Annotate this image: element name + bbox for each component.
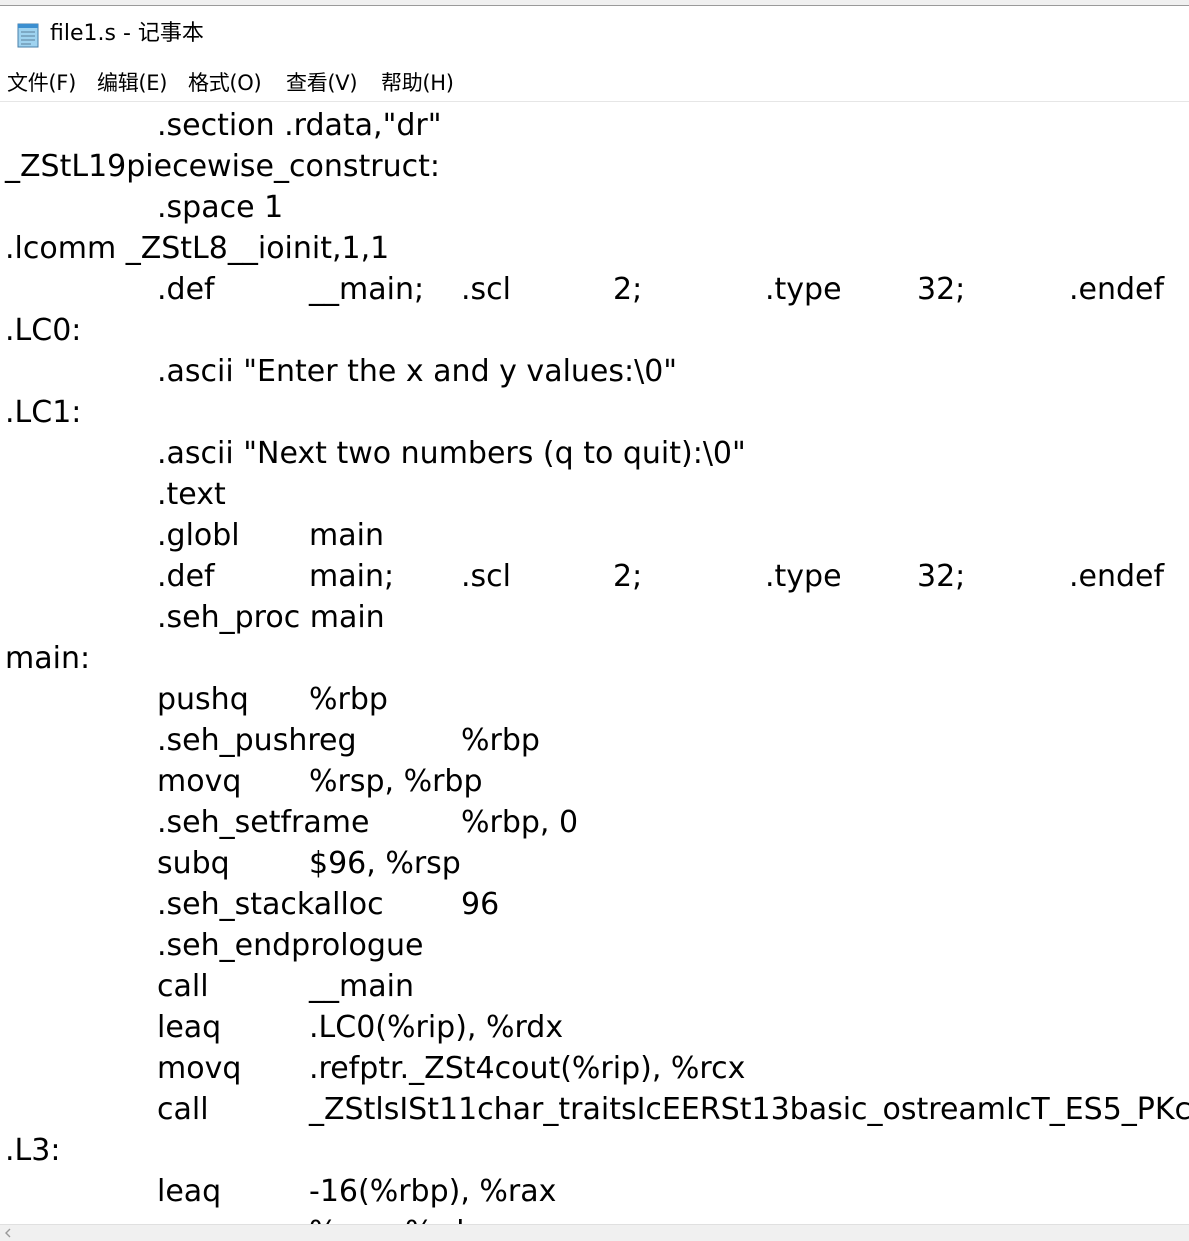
code-token: .scl	[461, 559, 511, 594]
code-line: .globl main	[0, 515, 1189, 556]
window-top-border	[0, 0, 1189, 6]
code-token: _ZStL19piecewise_construct:	[5, 149, 440, 184]
code-token: 32;	[917, 272, 966, 307]
code-token: .LC0:	[5, 313, 82, 348]
code-line: leaq -16(%rbp), %rax	[0, 1171, 1189, 1212]
code-line: .ascii "Next two numbers (q to quit):\0"	[0, 433, 1189, 474]
code-token: __main;	[309, 272, 425, 307]
code-token: .refptr._ZSt4cout(%rip), %rcx	[309, 1051, 746, 1086]
code-token: %rsp, %rbp	[309, 764, 483, 799]
code-token: .seh_stackalloc	[157, 887, 384, 922]
code-line: .section .rdata,"dr"	[0, 105, 1189, 146]
code-line: .seh_endprologue	[0, 925, 1189, 966]
code-token: .section .rdata,"dr"	[157, 108, 442, 143]
code-token: main;	[309, 559, 395, 594]
code-token: main	[309, 518, 384, 553]
code-line: .seh_setframe %rbp, 0	[0, 802, 1189, 843]
code-token: .type	[765, 559, 842, 594]
code-token: .seh_endprologue	[157, 928, 424, 963]
code-token: .ascii "Next two numbers (q to quit):\0"	[157, 436, 746, 471]
code-token: .lcomm _ZStL8__ioinit,1,1	[5, 231, 390, 266]
code-token: _ZStlsISt11char_traitsIcEERSt13basic_ost…	[309, 1092, 1189, 1127]
code-token: .scl	[461, 272, 511, 307]
code-line: .LC0:	[0, 310, 1189, 351]
code-line: .seh_proc main	[0, 597, 1189, 638]
horizontal-scrollbar[interactable]	[0, 1224, 1189, 1241]
code-token: __main	[309, 969, 414, 1004]
menu-view[interactable]: 查看(V)	[286, 71, 358, 95]
menu-format[interactable]: 格式(O)	[188, 71, 262, 95]
code-line: .LC1:	[0, 392, 1189, 433]
code-token: .seh_proc main	[157, 600, 385, 635]
code-token: .def	[157, 559, 215, 594]
code-line: call __main	[0, 966, 1189, 1007]
scroll-left-arrow-icon[interactable]	[2, 1227, 14, 1239]
code-token: .ascii "Enter the x and y values:\0"	[157, 354, 678, 389]
code-token: 96	[461, 887, 500, 922]
code-line: movq %rsp, %rbp	[0, 761, 1189, 802]
code-token: .globl	[157, 518, 240, 553]
code-token: .LC0(%rip), %rdx	[309, 1010, 564, 1045]
code-token: .LC1:	[5, 395, 82, 430]
code-token: movq	[157, 1212, 241, 1224]
code-token: leaq	[157, 1174, 222, 1209]
code-line: .space 1	[0, 187, 1189, 228]
code-line: pushq %rbp	[0, 679, 1189, 720]
code-token: 2;	[613, 272, 643, 307]
title-bar[interactable]: file1.s - 记事本	[0, 6, 1189, 62]
code-token: %rax, %rdx	[309, 1212, 482, 1224]
code-token: call	[157, 1092, 209, 1127]
code-token: .seh_setframe	[157, 805, 370, 840]
code-line: .seh_stackalloc 96	[0, 884, 1189, 925]
code-line: subq $96, %rsp	[0, 843, 1189, 884]
code-line: .def main; .scl 2; .type 32; .endef	[0, 556, 1189, 597]
code-token: movq	[157, 764, 242, 799]
menu-file[interactable]: 文件(F)	[7, 71, 76, 95]
code-token: pushq	[157, 682, 249, 717]
code-line: main:	[0, 638, 1189, 679]
code-token: %rbp	[461, 723, 540, 758]
menu-help[interactable]: 帮助(H)	[381, 71, 454, 95]
code-line: movq %rax, %rdx	[0, 1212, 1189, 1224]
code-token: %rbp	[309, 682, 388, 717]
code-token: .L3:	[5, 1133, 61, 1168]
code-line: leaq .LC0(%rip), %rdx	[0, 1007, 1189, 1048]
code-token: %rbp, 0	[461, 805, 579, 840]
code-token: main:	[5, 641, 91, 676]
code-line: call _ZStlsISt11char_traitsIcEERSt13basic…	[0, 1089, 1189, 1130]
code-line: .seh_pushreg %rbp	[0, 720, 1189, 761]
code-token: .endef	[1069, 272, 1165, 307]
code-line: .lcomm _ZStL8__ioinit,1,1	[0, 228, 1189, 269]
code-token: $96, %rsp	[309, 846, 461, 881]
code-token: movq	[157, 1051, 242, 1086]
code-token: .space 1	[157, 190, 284, 225]
menu-bar: 文件(F) 编辑(E) 格式(O) 查看(V) 帮助(H)	[0, 62, 1189, 102]
code-line: .ascii "Enter the x and y values:\0"	[0, 351, 1189, 392]
window-title: file1.s - 记事本	[50, 21, 204, 46]
code-token: .type	[765, 272, 842, 307]
code-line: _ZStL19piecewise_construct:	[0, 146, 1189, 187]
code-line: .L3:	[0, 1130, 1189, 1171]
code-token: .text	[157, 477, 226, 512]
code-line: movq .refptr._ZSt4cout(%rip), %rcx	[0, 1048, 1189, 1089]
code-token: call	[157, 969, 209, 1004]
code-token: leaq	[157, 1010, 222, 1045]
notepad-icon	[17, 23, 39, 48]
code-line: .text	[0, 474, 1189, 515]
code-token: 32;	[917, 559, 966, 594]
code-line: .def __main; .scl 2; .type 32; .endef	[0, 269, 1189, 310]
code-token: .endef	[1069, 559, 1165, 594]
code-token: .seh_pushreg	[157, 723, 357, 758]
menu-edit[interactable]: 编辑(E)	[97, 71, 168, 95]
code-token: .def	[157, 272, 215, 307]
code-token: -16(%rbp), %rax	[309, 1174, 557, 1209]
code-token: subq	[157, 846, 230, 881]
code-token: 2;	[613, 559, 643, 594]
text-editor-area[interactable]: .section .rdata,"dr" _ZStL19piecewise_con…	[0, 103, 1189, 1224]
